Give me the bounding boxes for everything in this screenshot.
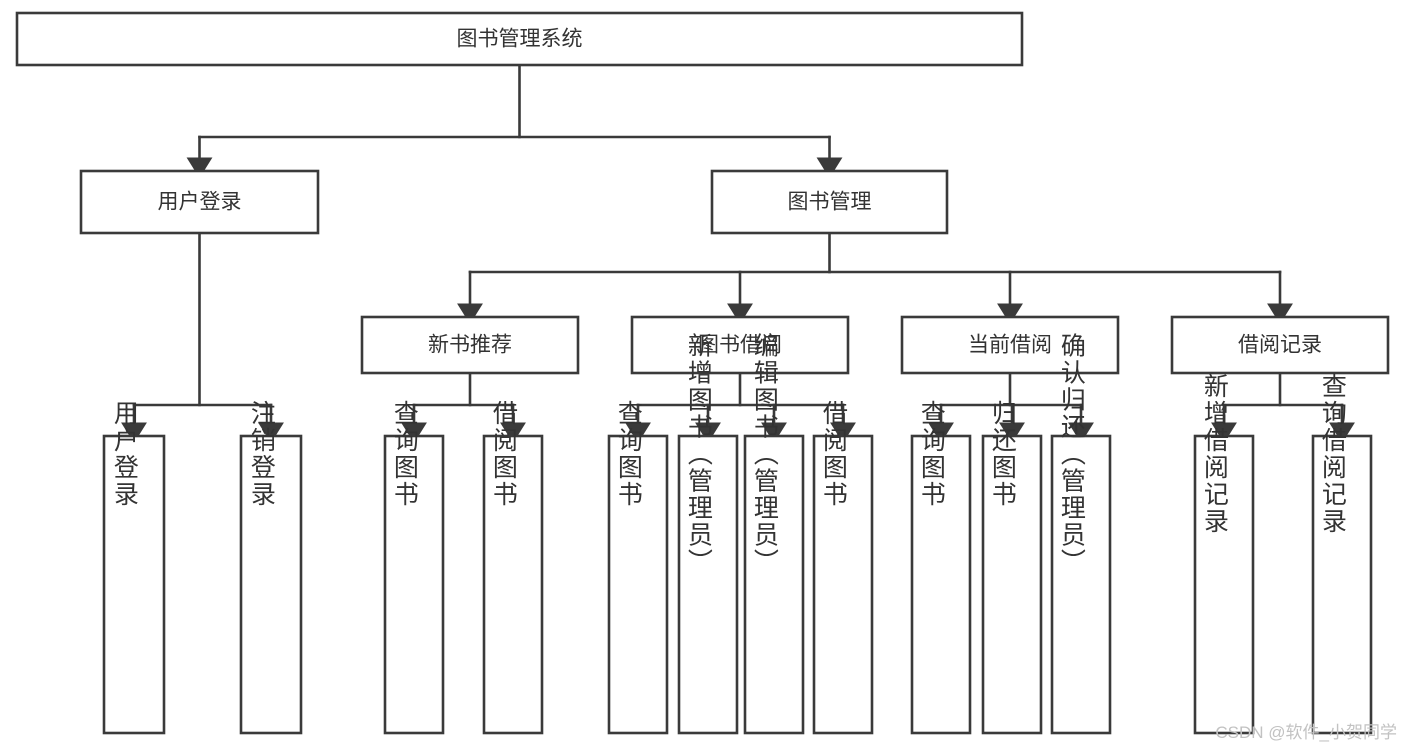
leaf-leaf-query-book-cur-rect[interactable] <box>910 434 972 735</box>
node-current-borrow[interactable]: 当前借阅 <box>900 315 1120 375</box>
leaf-leaf-logout-label: 注销登录 <box>247 400 276 508</box>
node-root[interactable]: 图书管理系统 <box>15 11 1024 67</box>
node-book-borrow-rect[interactable] <box>630 315 850 375</box>
leaf-leaf-borrow-book[interactable]: 借阅图书 <box>812 400 874 735</box>
leaf-leaf-add-book-label: 新增图书（管理员） <box>684 333 713 576</box>
node-borrow-record-rect[interactable] <box>1170 315 1390 375</box>
leaf-leaf-return-book[interactable]: 归还图书 <box>981 400 1043 735</box>
node-new-book-rec-rect[interactable] <box>360 315 580 375</box>
node-user-login-rect[interactable] <box>79 169 320 235</box>
leaf-leaf-add-book-rect[interactable] <box>677 434 739 735</box>
leaf-leaf-confirm-return[interactable]: 确认归还（管理员） <box>1050 333 1112 735</box>
node-borrow-record[interactable]: 借阅记录 <box>1170 315 1390 375</box>
node-root-label: 图书管理系统 <box>457 28 583 51</box>
node-book-manage-label: 图书管理 <box>788 191 872 214</box>
leaf-leaf-edit-book-rect[interactable] <box>743 434 805 735</box>
leaf-leaf-query-book-rec[interactable]: 查询图书 <box>383 400 445 735</box>
leaf-leaf-add-record-rect[interactable] <box>1193 434 1255 735</box>
leaf-leaf-query-book-rec-rect[interactable] <box>383 434 445 735</box>
leaf-leaf-borrow-book-rec-rect[interactable] <box>482 434 544 735</box>
leaf-leaf-query-book-rec-label: 查询图书 <box>390 400 419 508</box>
leaf-leaf-query-book-borrow-label: 查询图书 <box>614 400 643 508</box>
leaf-leaf-return-book-label: 归还图书 <box>988 400 1017 508</box>
node-current-borrow-label: 当前借阅 <box>968 334 1052 357</box>
leaf-leaf-edit-book-label: 编辑图书（管理员） <box>750 333 779 576</box>
leaf-leaf-query-book-borrow-rect[interactable] <box>607 434 669 735</box>
node-book-borrow-label: 图书借阅 <box>698 334 782 357</box>
leaf-leaf-user-login-label: 用户登录 <box>110 400 139 508</box>
leaf-leaf-borrow-book-label: 借阅图书 <box>819 400 848 508</box>
leaf-leaf-return-book-rect[interactable] <box>981 434 1043 735</box>
connector-lines <box>121 63 1355 444</box>
node-book-borrow[interactable]: 图书借阅 <box>630 315 850 375</box>
leaf-leaf-borrow-book-rec-label: 借阅图书 <box>489 400 518 508</box>
node-book-manage-rect[interactable] <box>710 169 949 235</box>
leaf-leaf-user-login[interactable]: 用户登录 <box>102 400 166 735</box>
leaf-leaf-query-book-borrow[interactable]: 查询图书 <box>607 400 669 735</box>
leaf-leaf-confirm-return-rect[interactable] <box>1050 434 1112 735</box>
node-borrow-record-label: 借阅记录 <box>1238 334 1322 357</box>
node-user-login-label: 用户登录 <box>158 191 242 214</box>
node-boxes: 图书管理系统用户登录图书管理新书推荐图书借阅当前借阅借阅记录用户登录注销登录查询… <box>15 11 1390 735</box>
leaf-leaf-add-book[interactable]: 新增图书（管理员） <box>677 333 739 735</box>
leaf-leaf-borrow-book-rect[interactable] <box>812 434 874 735</box>
leaf-leaf-edit-book[interactable]: 编辑图书（管理员） <box>743 333 805 735</box>
leaf-leaf-logout-rect[interactable] <box>239 434 303 735</box>
leaf-leaf-query-record-label: 查询借阅记录 <box>1318 373 1347 535</box>
node-current-borrow-rect[interactable] <box>900 315 1120 375</box>
leaf-leaf-query-record-rect[interactable] <box>1311 434 1373 735</box>
leaf-leaf-user-login-rect[interactable] <box>102 434 166 735</box>
leaf-leaf-query-book-cur[interactable]: 查询图书 <box>910 400 972 735</box>
leaf-leaf-add-record[interactable]: 新增借阅记录 <box>1193 373 1255 735</box>
node-root-rect[interactable] <box>15 11 1024 67</box>
node-book-manage[interactable]: 图书管理 <box>710 169 949 235</box>
leaf-leaf-query-book-cur-label: 查询图书 <box>917 400 946 508</box>
leaf-leaf-query-record[interactable]: 查询借阅记录 <box>1311 373 1373 735</box>
node-new-book-rec-label: 新书推荐 <box>428 334 512 357</box>
node-user-login[interactable]: 用户登录 <box>79 169 320 235</box>
leaf-leaf-logout[interactable]: 注销登录 <box>239 400 303 735</box>
leaf-leaf-borrow-book-rec[interactable]: 借阅图书 <box>482 400 544 735</box>
leaf-leaf-confirm-return-label: 确认归还（管理员） <box>1057 333 1086 576</box>
leaf-leaf-add-record-label: 新增借阅记录 <box>1200 373 1229 535</box>
node-new-book-rec[interactable]: 新书推荐 <box>360 315 580 375</box>
